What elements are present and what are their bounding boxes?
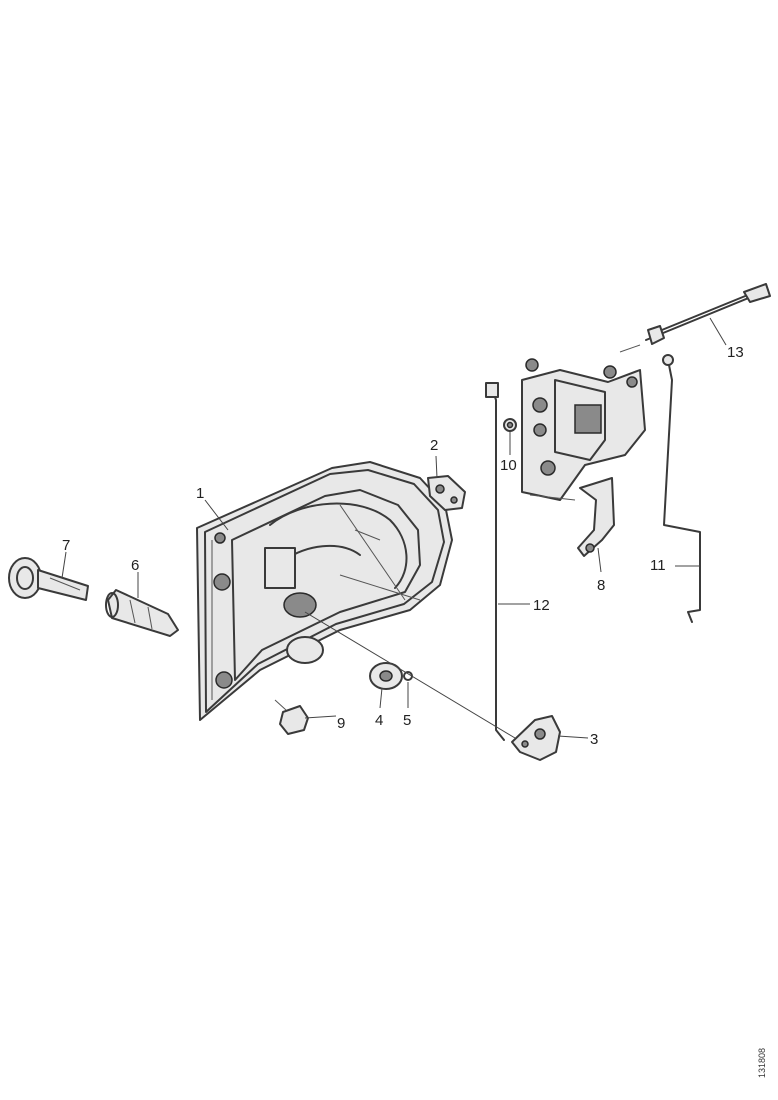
- leader-2: [435, 455, 438, 479]
- callout-3: 3: [590, 731, 598, 748]
- callout-1: 1: [196, 485, 204, 502]
- figure-reference: 131808: [757, 1048, 767, 1078]
- part-10-nut: [503, 418, 517, 432]
- leader-13: [709, 317, 727, 346]
- part-2-clip: [427, 475, 466, 511]
- callout-11: 11: [650, 557, 666, 574]
- callout-9: 9: [337, 715, 345, 732]
- leader-axis: [304, 611, 516, 739]
- part-11-bent-rod: [662, 354, 701, 623]
- part-13-threaded-rod: [645, 283, 771, 345]
- leader-lines: [61, 317, 727, 739]
- leader-1: [204, 499, 229, 531]
- callout-8: 8: [597, 577, 605, 594]
- part-8-latch: [521, 344, 646, 557]
- part-12-vertical-rod: [485, 382, 505, 741]
- leader-7: [61, 551, 67, 579]
- part-6-lock-cylinder: [105, 589, 179, 637]
- callout-2: 2: [430, 437, 438, 454]
- leader-3: [557, 735, 589, 739]
- part-7-key: [8, 557, 89, 601]
- leader-4: [379, 687, 383, 709]
- leader-9: [304, 715, 337, 719]
- callout-12: 12: [533, 597, 550, 614]
- callout-6: 6: [131, 557, 139, 574]
- callout-labels: 1 2 3 4 5 6 7 8 9 10 11 12 13: [62, 344, 744, 748]
- part-9-screw: [274, 699, 309, 735]
- leader-8: [597, 547, 602, 573]
- part-4-bushing: [369, 662, 403, 690]
- callout-7: 7: [62, 537, 70, 554]
- callout-13: 13: [727, 344, 744, 361]
- part-3-lever: [511, 715, 561, 761]
- callout-10: 10: [500, 457, 517, 474]
- part-1-handle-housing: [196, 461, 453, 721]
- callout-4: 4: [375, 712, 383, 729]
- callout-5: 5: [403, 712, 411, 729]
